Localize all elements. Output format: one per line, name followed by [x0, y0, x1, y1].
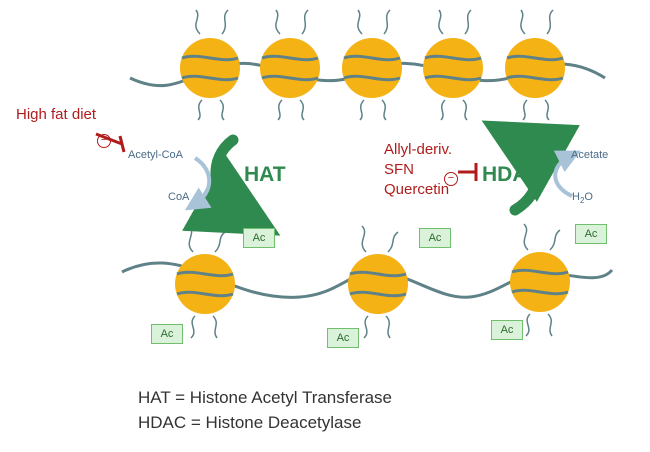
- inhibitor-inhibition-symbol: [458, 163, 476, 181]
- hat-label: HAT: [244, 163, 286, 187]
- acetyl-coa-label: Acetyl-CoA: [128, 149, 183, 161]
- water-acetate-arc: [555, 156, 572, 196]
- acetyl-coa-arc: [195, 158, 209, 204]
- coa-label: CoA: [168, 191, 189, 203]
- top-nucleosome: [505, 10, 565, 120]
- top-nucleosome: [260, 10, 320, 120]
- water-label-o: O: [584, 191, 593, 203]
- acetyl-tag: Ac: [419, 228, 451, 248]
- bottom-nucleosome: [175, 226, 235, 338]
- acetyl-tag: Ac: [575, 224, 607, 244]
- inhibitor-minus-sign: −: [444, 172, 458, 186]
- diet-minus-sign: −: [97, 134, 111, 148]
- hdac-label: HDAC: [482, 163, 543, 187]
- inhibitor-label-allyl: Allyl-deriv.: [384, 141, 452, 158]
- water-label-h: H: [572, 191, 580, 203]
- acetyl-tag: Ac: [491, 320, 523, 340]
- acetyl-tag: Ac: [327, 328, 359, 348]
- water-label: H2O: [572, 191, 593, 205]
- legend-hdac: HDAC = Histone Deacetylase: [138, 413, 361, 433]
- top-nucleosome: [423, 10, 483, 120]
- inhibitor-label-quercetin: Quercetin: [384, 181, 449, 198]
- top-nucleosome: [180, 10, 240, 120]
- high-fat-diet-label: High fat diet: [16, 106, 96, 123]
- inhibitor-label-sfn: SFN: [384, 161, 414, 178]
- legend-hat: HAT = Histone Acetyl Transferase: [138, 388, 392, 408]
- top-nucleosome: [342, 10, 402, 120]
- acetyl-tag: Ac: [151, 324, 183, 344]
- bottom-nucleosome: [348, 226, 408, 338]
- acetyl-tag: Ac: [243, 228, 275, 248]
- hat-arrow: [216, 140, 242, 214]
- acetate-label: Acetate: [571, 149, 608, 161]
